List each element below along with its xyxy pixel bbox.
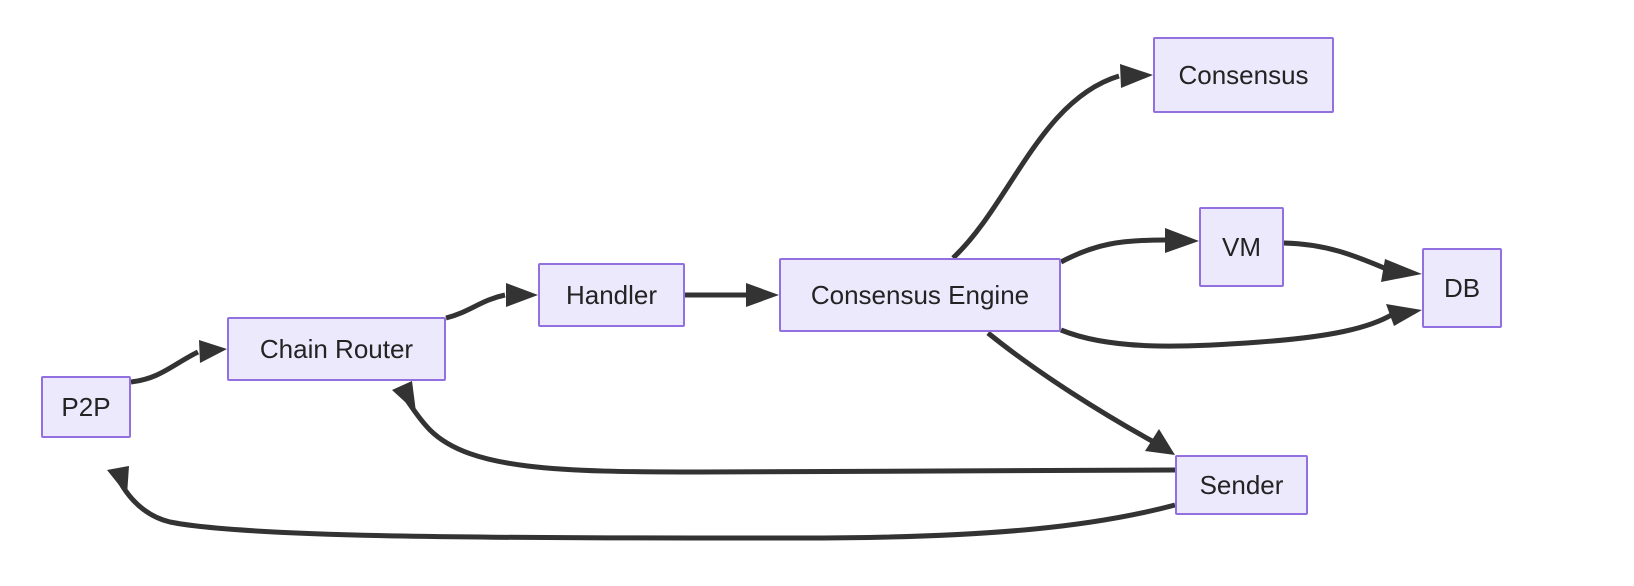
node-label-handler: Handler xyxy=(565,280,658,310)
node-label-sender: Sender xyxy=(1199,470,1284,500)
edge-sender-to-p2p xyxy=(107,466,1176,541)
node-sender[interactable]: Sender xyxy=(1175,455,1308,515)
edge-p2p-to-chain-router xyxy=(130,340,227,385)
node-vm[interactable]: VM xyxy=(1199,207,1284,287)
edge-consensus-engine-to-vm xyxy=(1059,228,1199,265)
node-p2p[interactable]: P2P xyxy=(41,376,131,438)
node-label-consensus: Consensus xyxy=(1178,60,1309,90)
edge-chain-router-to-handler xyxy=(445,283,538,321)
node-consensus[interactable]: Consensus xyxy=(1153,37,1334,113)
edge-consensus-engine-to-consensus xyxy=(951,64,1153,260)
edge-vm-to-db xyxy=(1283,240,1422,282)
node-consensus-engine[interactable]: Consensus Engine xyxy=(779,258,1061,332)
edge-consensus-engine-to-sender xyxy=(986,331,1175,455)
node-chain-router[interactable]: Chain Router xyxy=(227,317,446,381)
node-label-vm: VM xyxy=(1222,232,1261,262)
node-label-consensus-engine: Consensus Engine xyxy=(810,280,1030,310)
node-handler[interactable]: Handler xyxy=(538,263,685,327)
node-label-db: DB xyxy=(1443,273,1481,303)
edge-sender-to-chain-router xyxy=(392,381,1176,475)
node-label-chain-router: Chain Router xyxy=(259,334,414,364)
edge-handler-to-consensus-engine xyxy=(685,283,779,307)
node-label-p2p: P2P xyxy=(61,392,111,422)
node-db[interactable]: DB xyxy=(1422,248,1502,328)
edge-consensus-engine-to-db xyxy=(1060,304,1422,349)
